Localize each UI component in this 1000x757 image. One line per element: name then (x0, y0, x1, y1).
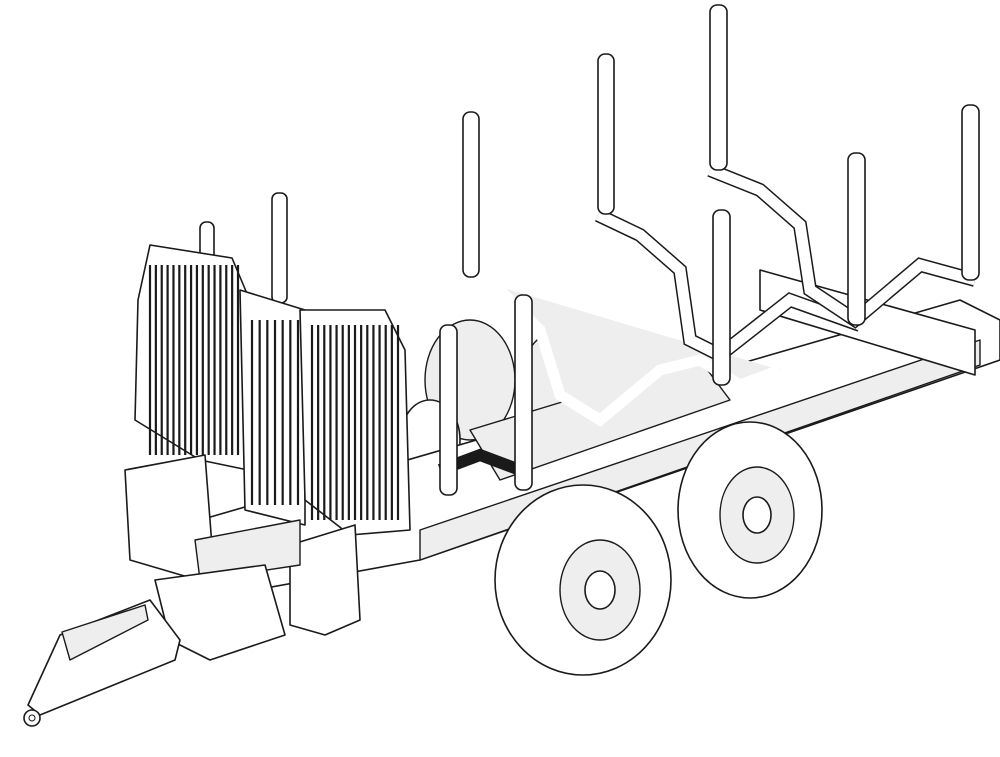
stake (961, 104, 980, 281)
rear-wheel (677, 421, 823, 599)
tow-eye (23, 709, 41, 727)
stake (709, 4, 728, 171)
stake (462, 111, 480, 278)
hydraulic-unit (124, 454, 361, 636)
headboard (134, 244, 411, 536)
stakes (199, 4, 980, 496)
stake (271, 192, 288, 304)
front-wheel (494, 484, 672, 676)
bunks (437, 163, 977, 476)
stake (847, 152, 866, 326)
stake (439, 324, 458, 496)
drawbar (23, 564, 286, 727)
stake (514, 294, 533, 491)
stake (597, 53, 615, 215)
stake (712, 209, 731, 386)
